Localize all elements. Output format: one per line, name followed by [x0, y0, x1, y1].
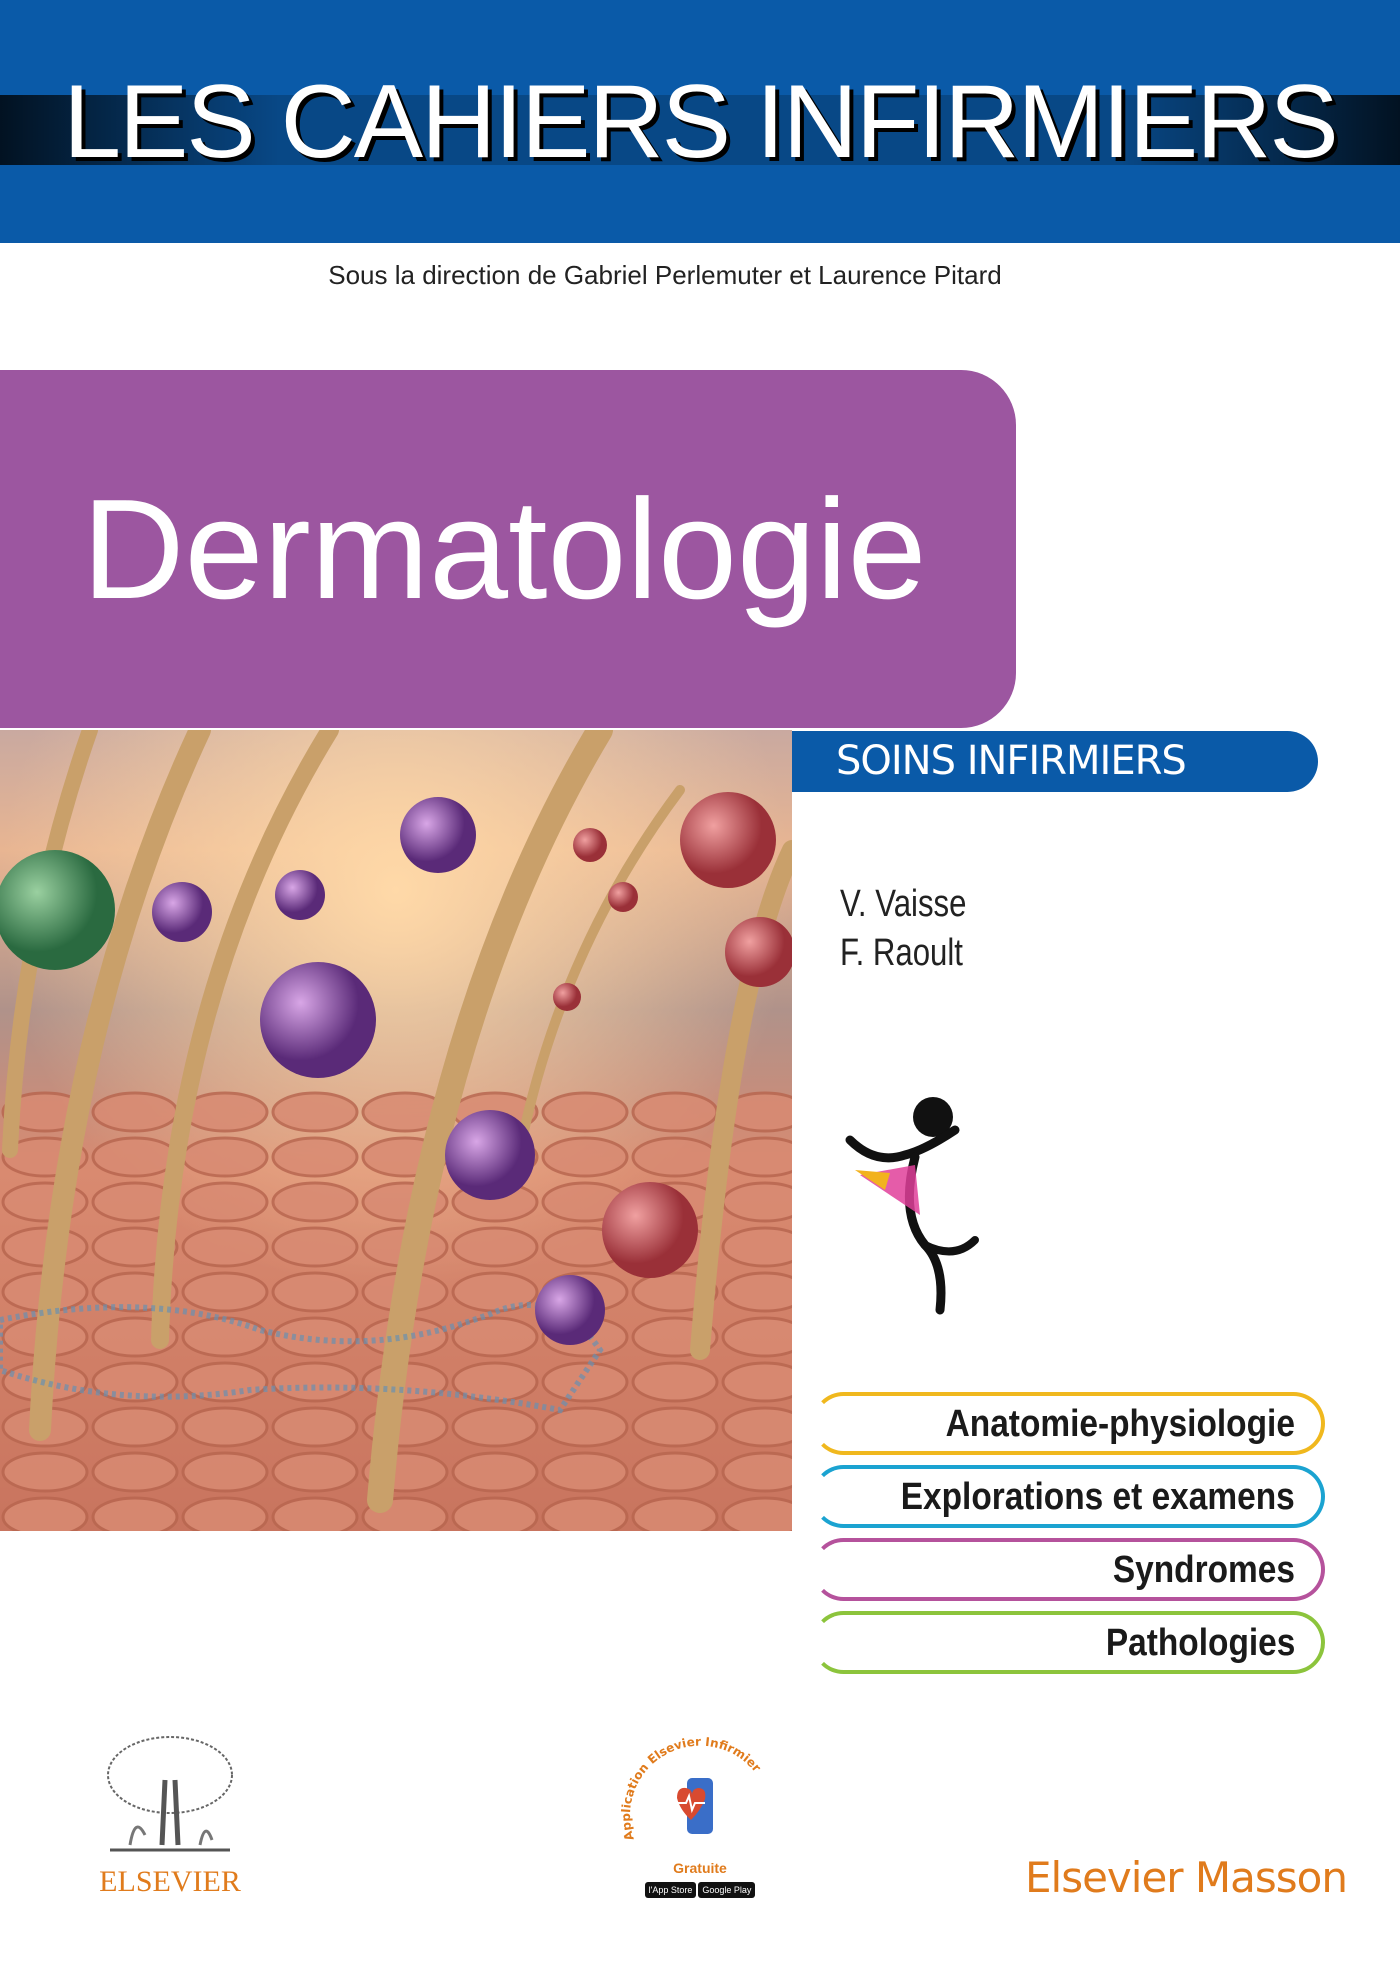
app-logo-icon: Application Elsevier Infirmier [619, 1735, 764, 1843]
publisher-name: Elsevier Masson [1025, 1853, 1348, 1902]
author-2: F. Raoult [840, 932, 963, 974]
google-play-badge[interactable]: Google Play [698, 1882, 756, 1898]
tab-label: Explorations et examens [900, 1476, 1295, 1518]
tab-pathologies: Pathologies [812, 1611, 1325, 1674]
header-shadow-band [0, 95, 1400, 165]
tab-label: Syndromes [1112, 1549, 1295, 1591]
author-1: V. Vaisse [840, 883, 967, 925]
app-free-label: Gratuite [673, 1860, 727, 1876]
tab-label: Anatomie-physiologie [945, 1403, 1295, 1445]
skin-microbes-illustration [0, 730, 792, 1531]
illustration-art [0, 730, 792, 1531]
elsevier-wordmark: ELSEVIER [99, 1865, 241, 1898]
dancing-figure-logo [845, 1097, 979, 1315]
editorial-direction: Sous la direction de Gabriel Perlemuter … [328, 260, 1002, 290]
elsevier-logo: ELSEVIER [95, 1735, 245, 1899]
tab-explorations-examens: Explorations et examens [812, 1465, 1325, 1528]
elsevier-tree-icon [107, 1736, 233, 1852]
tab-anatomie-physiologie: Anatomie-physiologie [812, 1392, 1325, 1455]
collection-label: SOINS INFIRMIERS [792, 731, 1318, 792]
series-title: LES CAHIERS INFIRMIERS [63, 64, 1339, 180]
app-promo-badge: Application Elsevier Infirmier Gratuite … [615, 1730, 785, 1898]
title-panel: Dermatologie [0, 370, 1016, 728]
tab-syndromes: Syndromes [812, 1538, 1325, 1601]
book-title: Dermatologie [82, 470, 927, 629]
tab-label: Pathologies [1105, 1622, 1295, 1664]
app-store-badge[interactable]: l'App Store [644, 1882, 697, 1898]
series-header: LES CAHIERS INFIRMIERS [0, 0, 1400, 243]
